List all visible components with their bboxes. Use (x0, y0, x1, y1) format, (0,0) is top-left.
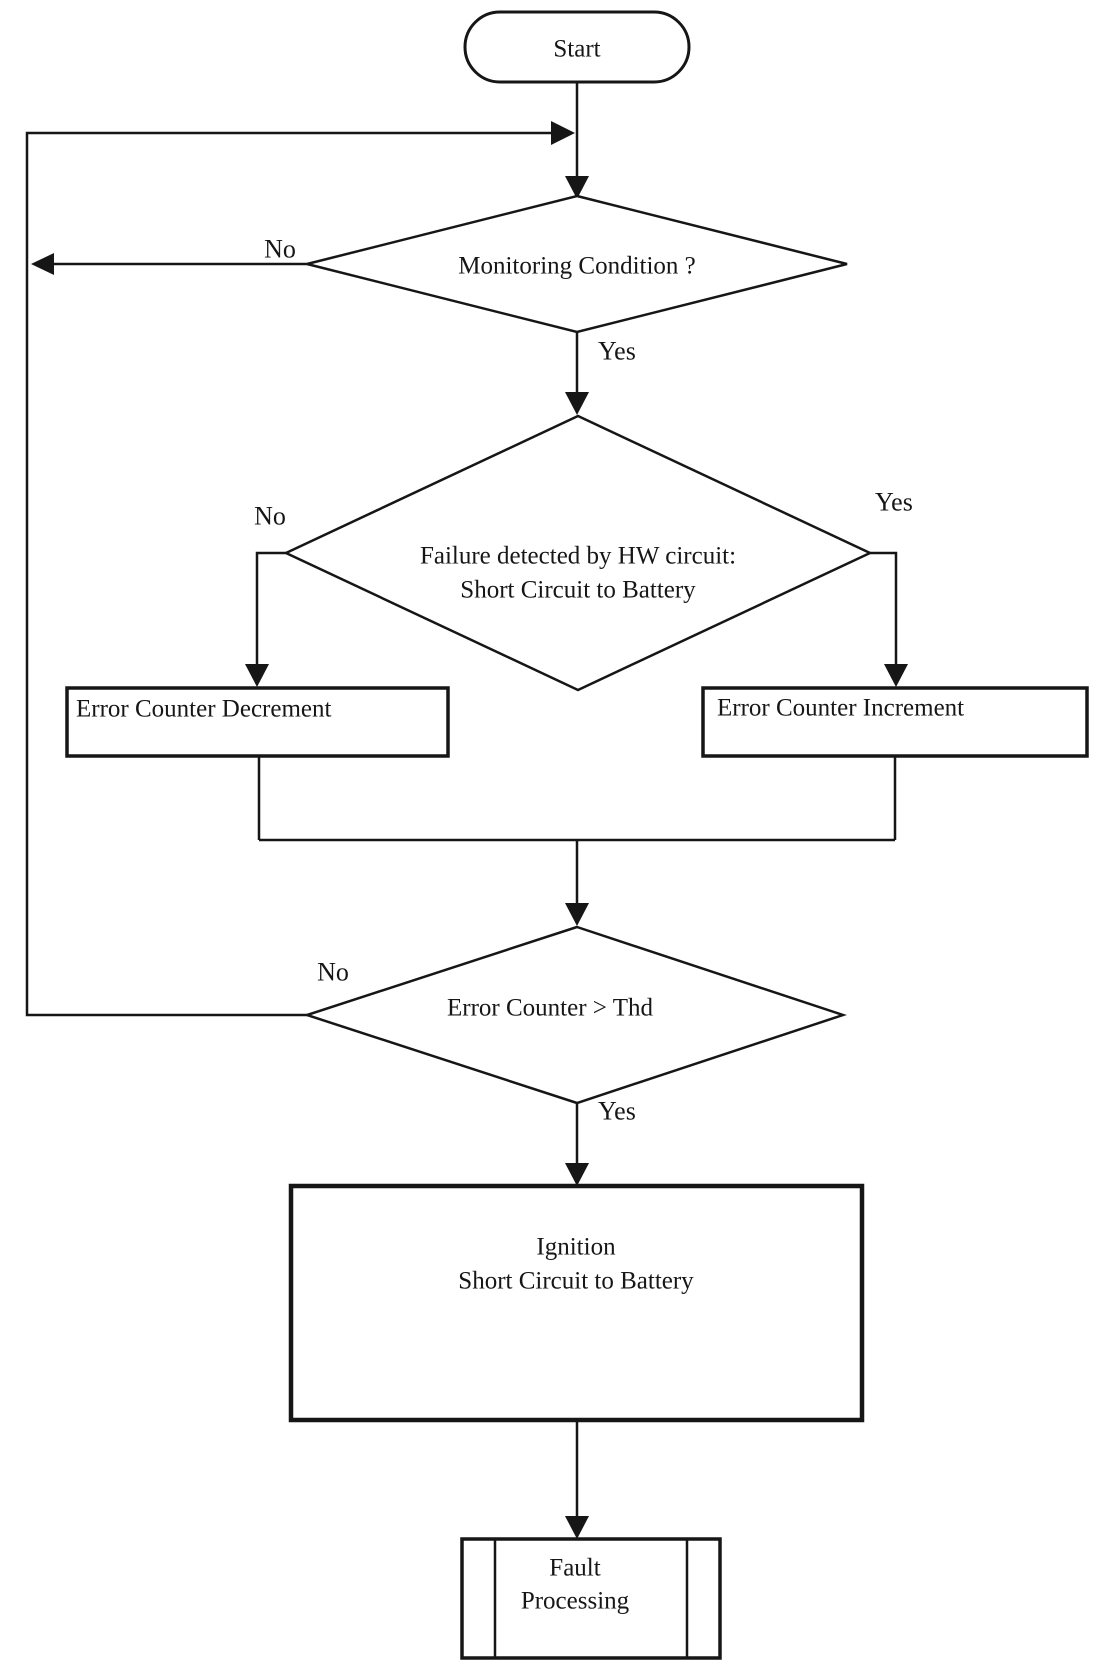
connector-failure-no (255, 551, 286, 666)
node-ignition-label-line1: Ignition (536, 1234, 616, 1261)
arrowhead-loop-into-main-axis (551, 121, 575, 145)
edge-label-failure-yes: Yes (875, 488, 913, 517)
node-failure-label-line1: Failure detected by HW circuit: (420, 543, 736, 570)
edge-label-monitoring-yes: Yes (598, 337, 636, 366)
node-fault-processing (460, 1537, 722, 1660)
arrowhead-into-monitoring (565, 176, 589, 199)
node-ignition (288, 1183, 865, 1423)
arrowheads (31, 121, 908, 1539)
node-error-counter-increment (701, 686, 1089, 758)
connector-merge-to-threshold (257, 756, 897, 905)
node-error-counter-decrement (65, 686, 450, 758)
arrowhead-into-threshold (565, 903, 589, 926)
edge-label-threshold-yes: Yes (598, 1097, 636, 1126)
arrowhead-into-increment (884, 664, 908, 687)
node-threshold-decision (302, 925, 847, 1105)
arrowhead-into-decrement (245, 664, 269, 687)
node-failure-decision (283, 414, 873, 692)
edge-labels: No Yes No Yes No Yes (254, 235, 913, 1126)
node-fault-label-line2: Processing (521, 1588, 630, 1615)
node-start-label: Start (553, 36, 600, 63)
node-threshold-label: Error Counter > Thd (447, 995, 653, 1022)
connector-loop-threshold-no (25, 131, 553, 1017)
edge-label-threshold-no: No (317, 958, 349, 987)
connector-failure-yes (870, 551, 898, 666)
node-failure-label-line2: Short Circuit to Battery (460, 577, 696, 604)
arrowhead-monitoring-no-into-rail (31, 253, 54, 275)
arrowhead-into-fault (565, 1516, 589, 1539)
node-increment-label: Error Counter Increment (717, 695, 964, 722)
node-fault-label-line1: Fault (549, 1555, 600, 1582)
node-monitoring-label: Monitoring Condition ? (458, 253, 696, 280)
node-decrement-label: Error Counter Decrement (76, 696, 331, 723)
edge-label-failure-no: No (254, 502, 286, 531)
node-monitoring-decision (306, 194, 848, 334)
nodes: Start Monitoring Condition ? Failure det… (65, 10, 1089, 1660)
edge-label-monitoring-no: No (264, 235, 296, 264)
arrowhead-into-failure-check (565, 392, 589, 415)
node-start (463, 10, 691, 84)
arrowhead-into-ignition (565, 1163, 589, 1186)
node-ignition-label-line2: Short Circuit to Battery (458, 1268, 694, 1295)
connectors (25, 82, 898, 1518)
